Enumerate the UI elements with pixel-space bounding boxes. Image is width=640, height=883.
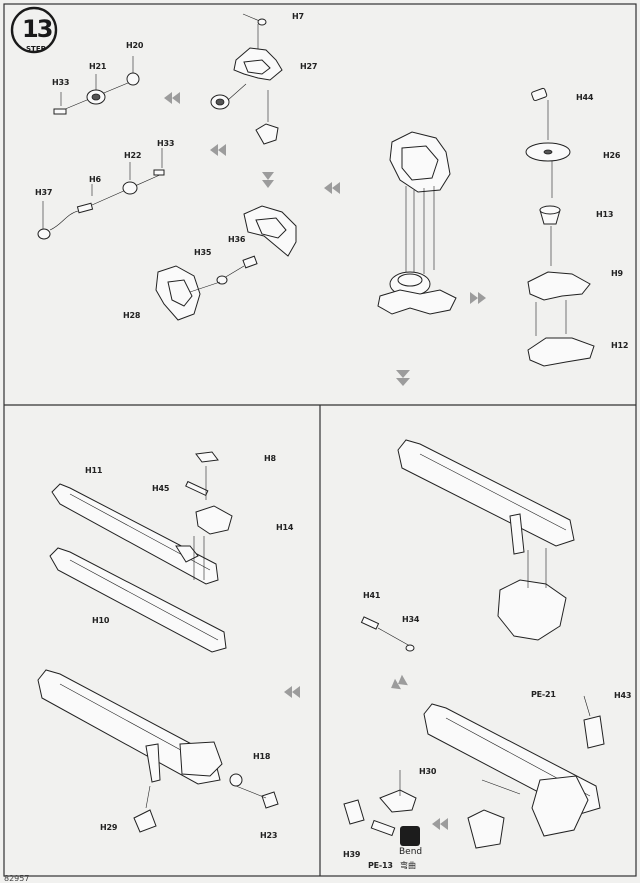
label-pe13: PE-13 bbox=[368, 861, 393, 870]
label-h39: H39 bbox=[343, 850, 361, 859]
label-h45: H45 bbox=[152, 484, 170, 493]
bend-label: Bend bbox=[399, 847, 423, 857]
label-h33-mid: H33 bbox=[157, 139, 175, 148]
page-code: 82957 bbox=[4, 874, 30, 883]
label-h30: H30 bbox=[419, 767, 437, 776]
label-h28: H28 bbox=[123, 311, 141, 320]
part-group-barrel-halves bbox=[49, 451, 233, 653]
label-h8: H8 bbox=[264, 454, 276, 463]
part-group-h27-h7 bbox=[210, 13, 283, 145]
label-h21: H21 bbox=[89, 62, 107, 71]
part-group-h6-h22-h37 bbox=[37, 148, 165, 240]
label-h33-top: H33 bbox=[52, 78, 70, 87]
part-group-h41-h34 bbox=[360, 616, 415, 652]
part-group-h28-h35-h36 bbox=[155, 205, 297, 321]
step-number: 13 bbox=[22, 15, 53, 43]
label-pe21: PE-21 bbox=[531, 690, 556, 699]
label-h12: H12 bbox=[611, 341, 629, 350]
label-h35: H35 bbox=[194, 248, 212, 257]
step-word: STEP bbox=[26, 45, 46, 53]
label-h37: H37 bbox=[35, 188, 53, 197]
label-h9: H9 bbox=[611, 269, 623, 278]
part-group-h20-h21-h33 bbox=[53, 56, 140, 115]
part-group-h30-h39-pe13 bbox=[343, 770, 417, 837]
label-h34: H34 bbox=[402, 615, 420, 624]
label-h10: H10 bbox=[92, 616, 110, 625]
label-h7: H7 bbox=[292, 12, 304, 21]
label-h18: H18 bbox=[253, 752, 271, 761]
step-badge: 13 STEP bbox=[10, 6, 58, 54]
label-h13: H13 bbox=[596, 210, 614, 219]
label-h27: H27 bbox=[300, 62, 318, 71]
bend-symbol-box bbox=[400, 826, 420, 846]
part-group-right-column bbox=[525, 87, 595, 367]
label-h36: H36 bbox=[228, 235, 246, 244]
label-h43: H43 bbox=[614, 691, 632, 700]
step-badge-circle-icon bbox=[10, 6, 58, 54]
label-h20: H20 bbox=[126, 41, 144, 50]
label-h11: H11 bbox=[85, 466, 103, 475]
bend-label-chinese: 弯曲 bbox=[400, 861, 416, 870]
label-h29: H29 bbox=[100, 823, 118, 832]
part-group-barrel-upper-right bbox=[397, 439, 575, 641]
part-group-barrel-assembled-right bbox=[423, 695, 605, 849]
label-h26: H26 bbox=[603, 151, 621, 160]
part-group-barrel-assembled-left bbox=[37, 669, 279, 833]
bend-arrow bbox=[432, 818, 448, 830]
part-group-turntable-assembly bbox=[377, 131, 457, 315]
label-h44: H44 bbox=[576, 93, 594, 102]
label-h22: H22 bbox=[124, 151, 142, 160]
label-h14: H14 bbox=[276, 523, 294, 532]
top-panel-arrows bbox=[164, 92, 486, 386]
label-h41: H41 bbox=[363, 591, 381, 600]
label-h23: H23 bbox=[260, 831, 278, 840]
bottom-right-arrow-up bbox=[391, 674, 408, 690]
bottom-left-arrow bbox=[284, 686, 300, 698]
label-h6: H6 bbox=[89, 175, 101, 184]
